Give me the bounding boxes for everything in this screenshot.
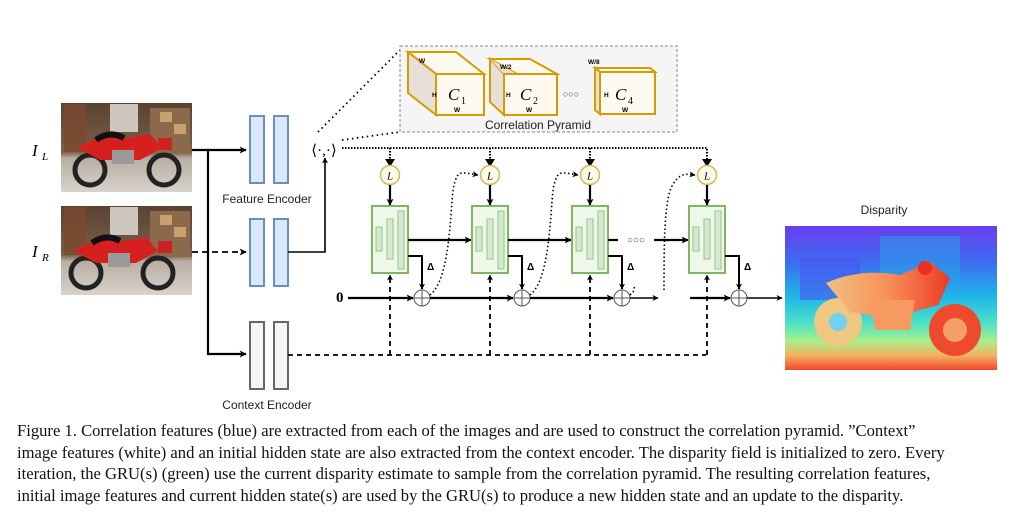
left-image (61, 103, 192, 192)
svg-text:H: H (604, 92, 609, 99)
feature-encoder-label: Feature Encoder (222, 192, 311, 206)
svg-text:L: L (41, 151, 48, 163)
gru-ellipsis: ○○○ (627, 235, 645, 246)
pyramid-ellipsis: ○○○ (563, 89, 579, 99)
initial-disparity-zero: 0 (336, 290, 344, 306)
delta-arrow (725, 255, 742, 290)
disparity-map (785, 226, 997, 370)
lookup-label: L (486, 171, 493, 183)
figure-caption: Figure 1. Correlation features (blue) ar… (17, 420, 1007, 506)
delta-arrow (608, 255, 625, 290)
gru-layer (703, 218, 711, 260)
svg-text:1: 1 (461, 96, 466, 107)
lookup-circle (579, 164, 601, 186)
pyramid-level-c1: W H W C 1 (405, 49, 487, 118)
delta-label: Δ (744, 262, 751, 273)
gru-layer (497, 210, 505, 270)
gru-block (571, 205, 609, 274)
caption-line: image features (white) and an initial hi… (17, 442, 945, 462)
iteration-1: LΔ (348, 164, 479, 355)
caption-line: iteration, the GRU(s) (green) use the cu… (17, 464, 931, 483)
svg-text:W: W (526, 107, 533, 114)
bus-arrowheads (385, 159, 712, 167)
context-encoder (249, 321, 289, 390)
adder-node (730, 289, 748, 307)
feedback-arrow (429, 171, 479, 296)
adder-node (513, 289, 531, 307)
svg-text:W: W (454, 107, 461, 114)
gru-block (471, 205, 509, 274)
gru-block (371, 205, 409, 274)
encoder-to-correlation-arrow (288, 157, 328, 253)
pyramid-title: Correlation Pyramid (485, 118, 591, 132)
svg-text:C: C (615, 85, 627, 104)
adder-node (613, 289, 631, 307)
delta-arrow (508, 255, 525, 290)
lookup-label: L (586, 171, 593, 183)
feedback-arrow (663, 171, 696, 291)
iteration-4: LΔ (663, 164, 783, 355)
delta-label: Δ (427, 262, 434, 273)
lookup-label: L (703, 171, 710, 183)
gru-layer (397, 210, 405, 270)
input-label-right: I R (31, 242, 49, 264)
svg-text:W/2: W/2 (500, 64, 512, 71)
lookup-node: L (479, 164, 501, 186)
feature-encoder-left (249, 115, 289, 184)
pyramid-level-c4: W/8 H W C 4 (588, 59, 658, 117)
gru-layer (375, 226, 383, 252)
feedback-arrow (529, 171, 579, 296)
lookup-label: L (386, 171, 393, 183)
gru-layer (597, 210, 605, 270)
delta-label: Δ (527, 262, 534, 273)
svg-text:W: W (622, 107, 629, 114)
svg-text:W/8: W/8 (588, 59, 600, 66)
correlation-bus (342, 147, 708, 160)
gru-layer (714, 210, 722, 270)
svg-text:W: W (419, 58, 426, 65)
iteration-3: LΔ (530, 164, 689, 355)
feature-encoder-right (249, 218, 289, 287)
caption-line: Figure 1. Correlation features (blue) ar… (17, 421, 916, 440)
svg-text:H: H (432, 92, 437, 99)
right-image (61, 206, 192, 295)
architecture-diagram: I L I R (31, 45, 997, 410)
svg-text:H: H (506, 92, 511, 99)
correlation-pyramid: W H W C 1 W/2 H W C 2 ○○○ W/8 H W C (399, 45, 678, 133)
image-connections (192, 146, 247, 358)
delta-arrow (408, 255, 425, 290)
svg-text:R: R (41, 252, 49, 264)
lookup-circle (379, 164, 401, 186)
svg-text:I: I (31, 141, 39, 160)
feedback-stub (629, 285, 636, 296)
lookup-node: L (579, 164, 601, 186)
pyramid-connector (317, 49, 401, 141)
gru-layer (386, 218, 394, 260)
gru-block (688, 205, 726, 274)
lookup-circle (696, 164, 718, 186)
pyramid-level-c2: W/2 H W C 2 (486, 56, 561, 118)
svg-text:C: C (448, 85, 460, 104)
correlation-operator: ⟨·,·⟩ (311, 143, 336, 159)
gru-layer (475, 226, 483, 252)
context-encoder-label: Context Encoder (222, 398, 311, 410)
svg-text:2: 2 (533, 96, 538, 107)
iteration-2: LΔ (430, 164, 579, 355)
gru-layer (586, 218, 594, 260)
svg-text:C: C (520, 85, 532, 104)
gru-layer (486, 218, 494, 260)
caption-line: initial image features and current hidde… (17, 485, 904, 505)
disparity-label: Disparity (861, 203, 908, 217)
delta-label: Δ (627, 262, 634, 273)
lookup-node: L (696, 164, 718, 186)
gru-layer (575, 226, 583, 252)
gru-layer (692, 226, 700, 252)
lookup-node: L (379, 164, 401, 186)
adder-node (413, 289, 431, 307)
lookup-circle (479, 164, 501, 186)
svg-text:4: 4 (628, 96, 633, 107)
input-label-left: I L (31, 141, 48, 163)
svg-text:I: I (31, 242, 39, 261)
